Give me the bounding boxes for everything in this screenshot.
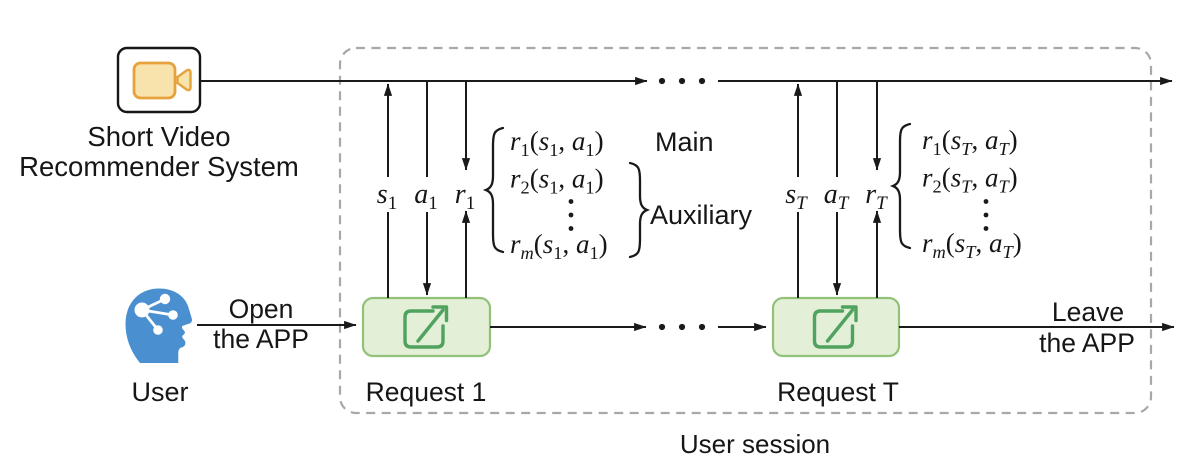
reward-formula-m: rm(sT, aT) [922, 228, 1022, 262]
ellipsis-dots-top [658, 77, 706, 85]
request-1: Request 1 s1 a1 r1 r1(s1, a1) r2(s1, a1)… [361, 82, 753, 407]
request-T-reward-group: r1(sT, aT) r2(sT, aT) rm(sT, aT) [889, 122, 1022, 262]
recommender-label-line2: Recommender System [19, 151, 299, 182]
user-label: User [131, 377, 188, 407]
left-brace [889, 122, 912, 250]
request-1-label: Request 1 [366, 377, 487, 407]
ellipsis-dots-bottom [658, 323, 706, 331]
state-label: s1 [377, 179, 397, 214]
user-session-boundary [338, 46, 1153, 415]
reward-formula-1: r1(s1, a1) [510, 126, 604, 160]
left-brace [482, 126, 505, 254]
reward-formula-2: r2(s1, a1) [510, 164, 604, 198]
reward-formula-2: r2(sT, aT) [922, 163, 1018, 197]
recommender-timeline [200, 76, 1173, 86]
recommender-label-line1: Short Video [87, 121, 230, 152]
vdots [568, 199, 574, 231]
leave-app-label-line2: the APP [1039, 328, 1135, 358]
action-label: aT [824, 179, 850, 214]
main-reward-label: Main [655, 127, 714, 157]
user: User [125, 288, 192, 407]
reward-formula-1: r1(sT, aT) [922, 125, 1018, 159]
leave-app-transition: Leave the APP [899, 297, 1175, 358]
user-head-share-icon [125, 288, 192, 363]
request-1-signal-arrows [383, 82, 471, 298]
auxiliary-reward-label: Auxiliary [650, 200, 753, 230]
open-app-transition: Open the APP [197, 294, 357, 354]
leave-app-label-line1: Leave [1052, 297, 1124, 327]
request-1-reward-group: r1(s1, a1) r2(s1, a1) rm(s1, a1) Main Au… [482, 126, 753, 263]
user-session-label: User session [680, 429, 830, 459]
reward-label: r1 [455, 179, 475, 214]
request-T-signal-arrows [793, 82, 882, 298]
vdots [983, 199, 989, 231]
recommender-system: Short Video Recommender System [19, 46, 299, 182]
request-T-label: Request T [777, 377, 899, 407]
request-T: Request T sT aT rT r1(sT, aT) r2(sT, aT)… [771, 82, 1022, 407]
video-camera-icon [132, 61, 192, 100]
open-app-label-line2: the APP [213, 324, 309, 354]
reward-label: rT [865, 179, 888, 214]
open-app-label-line1: Open [229, 294, 294, 324]
between-requests-path [490, 322, 767, 332]
reward-formula-m: rm(s1, a1) [510, 229, 608, 263]
state-label: sT [785, 179, 808, 214]
right-brace [628, 161, 651, 259]
action-label: a1 [414, 179, 438, 214]
